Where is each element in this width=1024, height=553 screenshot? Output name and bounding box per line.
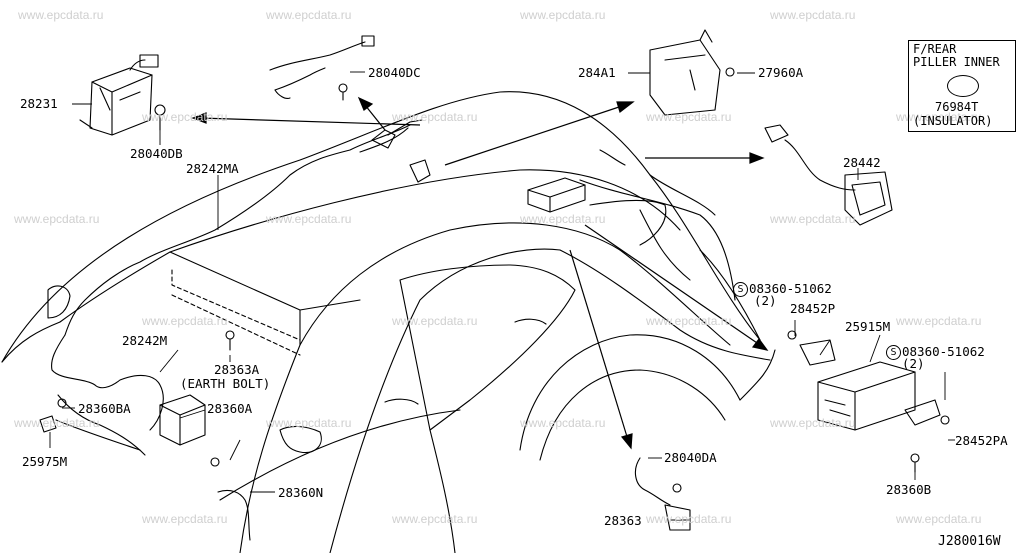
watermark: www.epcdata.ru	[14, 212, 100, 226]
label-28452PA[interactable]: 28452PA	[955, 433, 1008, 448]
label-screw-qty-a: (2)	[754, 293, 777, 308]
watermark: www.epcdata.ru	[392, 110, 478, 124]
label-25975M[interactable]: 25975M	[22, 454, 68, 469]
label-28442[interactable]: 28442	[843, 155, 881, 170]
watermark: www.epcdata.ru	[266, 212, 352, 226]
harness-28040DA	[634, 457, 691, 531]
label-28040DC[interactable]: 28040DC	[368, 65, 421, 80]
harness-28040DC	[269, 35, 375, 101]
label-28360B[interactable]: 28360B	[886, 482, 932, 497]
watermark: www.epcdata.ru	[392, 512, 478, 526]
label-27960A[interactable]: 27960A	[758, 65, 804, 80]
label-earth-bolt: (EARTH BOLT)	[180, 376, 271, 391]
label-screw-qty-b: (2)	[902, 356, 925, 371]
label-28040DB[interactable]: 28040DB	[130, 146, 183, 161]
inset-note: (INSULATOR)	[913, 114, 993, 128]
module-parcel-shelf	[527, 149, 626, 213]
bolt-28040DB	[154, 104, 166, 131]
label-28363[interactable]: 28363	[604, 513, 642, 528]
label-28242M[interactable]: 28242M	[122, 333, 168, 348]
watermark: www.epcdata.ru	[18, 8, 104, 22]
label-28242MA[interactable]: 28242MA	[186, 161, 239, 176]
label-28231[interactable]: 28231	[20, 96, 58, 111]
watermark: www.epcdata.ru	[266, 8, 352, 22]
antenna-cable-28242MA	[64, 124, 411, 336]
inset-title-line2: PILLER INNER	[913, 55, 1000, 69]
module-28231	[79, 54, 159, 136]
inset-title-line1: F/REAR	[913, 42, 957, 56]
watermark: www.epcdata.ru	[520, 8, 606, 22]
label-25915M[interactable]: 25915M	[845, 319, 891, 334]
module-284A1	[649, 29, 735, 116]
leader-lines	[49, 71, 955, 521]
watermark: www.epcdata.ru	[142, 512, 228, 526]
watermark: www.epcdata.ru	[646, 110, 732, 124]
insulator-shape	[947, 75, 979, 97]
watermark: www.epcdata.ru	[896, 314, 982, 328]
screw-symbol-icon: S	[886, 345, 901, 360]
cable-28360N	[217, 489, 251, 541]
label-28363A[interactable]: 28363A	[214, 362, 260, 377]
dashed-guide	[171, 269, 301, 341]
car-body-outline	[1, 91, 776, 553]
screw-symbol-icon: S	[733, 282, 748, 297]
watermark: www.epcdata.ru	[392, 314, 478, 328]
watermark: www.epcdata.ru	[896, 110, 982, 124]
watermark: www.epcdata.ru	[896, 512, 982, 526]
watermark: www.epcdata.ru	[770, 416, 856, 430]
inset-part-number[interactable]: 76984T	[935, 100, 979, 114]
leader-arrows	[191, 96, 769, 450]
label-28360N[interactable]: 28360N	[278, 485, 324, 500]
connector-25975M	[39, 398, 67, 433]
earth-bolt-28363A	[225, 330, 235, 351]
diagram-code: J280016W	[938, 534, 1001, 549]
watermark: www.epcdata.ru	[142, 110, 228, 124]
label-28360A[interactable]: 28360A	[207, 401, 253, 416]
watermark: www.epcdata.ru	[646, 512, 732, 526]
antenna-cable-28242M	[51, 334, 164, 456]
label-28040DA[interactable]: 28040DA	[664, 450, 717, 465]
unit-25915M	[787, 330, 950, 473]
label-28452P[interactable]: 28452P	[790, 301, 836, 316]
connector-28442	[764, 124, 893, 226]
watermark: www.epcdata.ru	[520, 416, 606, 430]
watermark: www.epcdata.ru	[646, 314, 732, 328]
watermark: www.epcdata.ru	[142, 314, 228, 328]
screw-part-number: 08360-51062	[749, 281, 832, 296]
watermark: www.epcdata.ru	[770, 8, 856, 22]
amplifier	[159, 394, 220, 467]
watermark: www.epcdata.ru	[770, 212, 856, 226]
label-284A1[interactable]: 284A1	[578, 65, 616, 80]
watermark: www.epcdata.ru	[14, 416, 100, 430]
inset-box: F/REAR PILLER INNER 76984T (INSULATOR)	[908, 40, 1016, 132]
roof-antenna	[371, 119, 431, 183]
label-28360BA[interactable]: 28360BA	[78, 401, 131, 416]
screw-part-number: 08360-51062	[902, 344, 985, 359]
watermark: www.epcdata.ru	[520, 212, 606, 226]
watermark: www.epcdata.ru	[266, 416, 352, 430]
